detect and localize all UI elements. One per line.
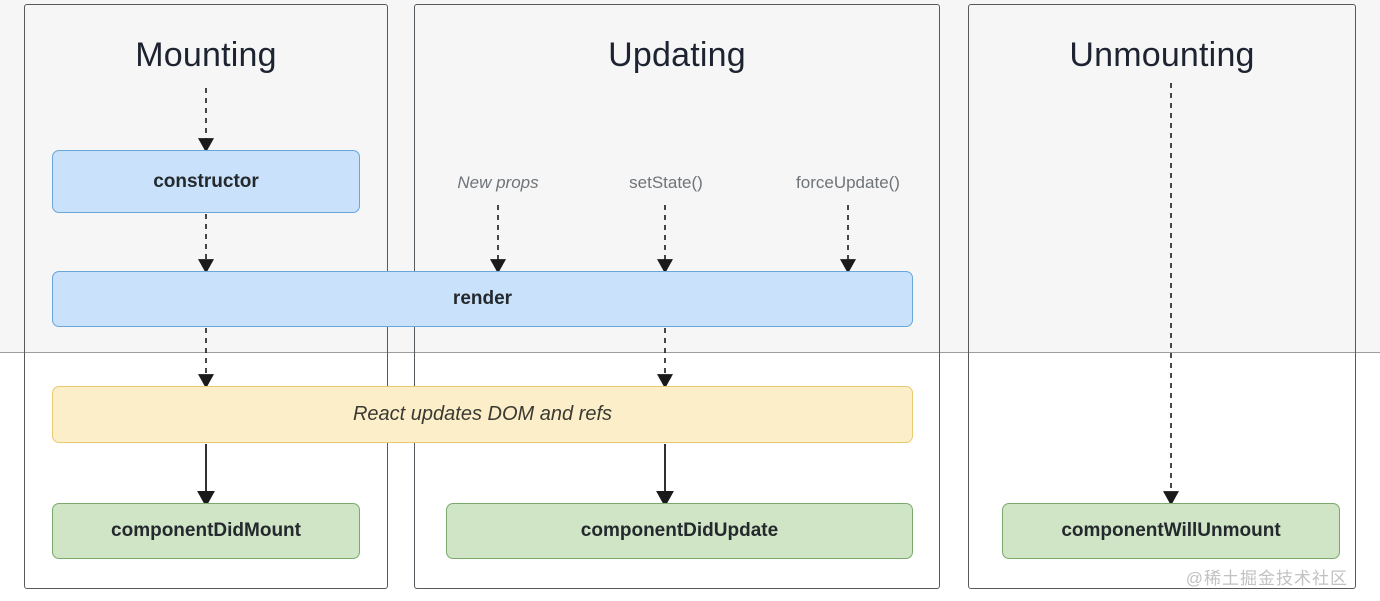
column-title-unmounting: Unmounting xyxy=(1069,36,1255,74)
watermark-label: @稀土掘金技术社区 xyxy=(1185,569,1348,588)
trigger-label-forceupdate: forceUpdate() xyxy=(796,173,900,192)
lifecycle-box-render[interactable]: render xyxy=(52,271,913,327)
trigger-label-new-props: New props xyxy=(457,173,539,192)
lifecycle-box-componentdidmount[interactable]: componentDidMount xyxy=(52,503,360,559)
lifecycle-box-constructor[interactable]: constructor xyxy=(52,150,360,213)
panel-unmounting xyxy=(968,4,1356,589)
lifecycle-box-componentwillunmount[interactable]: componentWillUnmount xyxy=(1002,503,1340,559)
lifecycle-box-componentdidupdate[interactable]: componentDidUpdate xyxy=(446,503,913,559)
trigger-label-setstate: setState() xyxy=(629,173,703,192)
phase-divider-line xyxy=(0,352,1380,353)
lifecycle-box-react-updates-dom-and-refs[interactable]: React updates DOM and refs xyxy=(52,386,913,443)
column-title-mounting: Mounting xyxy=(135,36,277,74)
column-title-updating: Updating xyxy=(608,36,746,74)
